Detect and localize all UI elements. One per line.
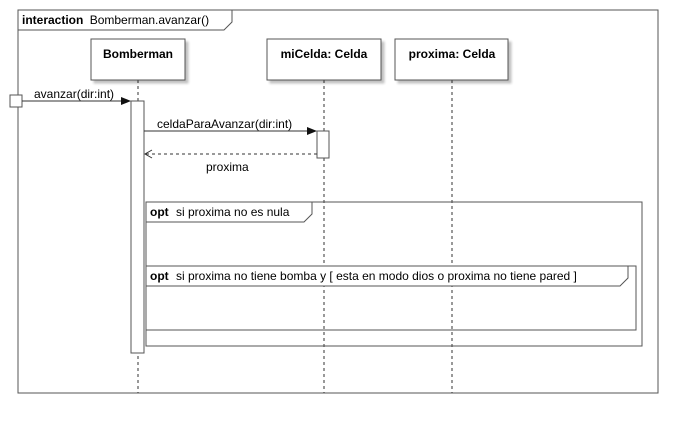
- activation-micelda: [316, 130, 330, 159]
- lifeline-proxima[interactable]: proxima: Celda: [394, 38, 509, 81]
- frame-keyword: interaction: [22, 13, 83, 27]
- opt-outer-operator: opt: [150, 205, 169, 219]
- arrowhead-icon: [121, 97, 131, 105]
- opt-inner-guard: si proxima no tiene bomba y [ esta en mo…: [176, 269, 577, 283]
- message-return-label: proxima: [206, 160, 249, 174]
- open-arrowhead-icon: [143, 149, 153, 159]
- lifeline-bomberman[interactable]: Bomberman: [90, 38, 186, 81]
- frame-title: interaction Bomberman.avanzar(): [22, 13, 209, 27]
- message-celdaparaavanzar[interactable]: celdaParaAvanzar(dir:int): [144, 117, 317, 135]
- lifeline-micelda[interactable]: miCelda: Celda: [266, 38, 382, 81]
- frame-name: Bomberman.avanzar(): [90, 13, 209, 27]
- lifeline-proxima-label: proxima: Celda: [409, 47, 496, 61]
- opt-inner-operator: opt: [150, 269, 169, 283]
- opt-outer-header: opt si proxima no es nula: [150, 205, 290, 219]
- message-avanzar[interactable]: avanzar(dir:int): [9, 87, 131, 108]
- lifeline-bomberman-label: Bomberman: [103, 47, 173, 61]
- opt-fragment-outer: opt si proxima no es nula: [145, 201, 643, 347]
- message-return-proxima[interactable]: proxima: [143, 149, 317, 174]
- message-celdaparaavanzar-label: celdaParaAvanzar(dir:int): [157, 117, 292, 131]
- message-avanzar-label: avanzar(dir:int): [34, 87, 114, 101]
- found-message-gate: [9, 94, 23, 108]
- activation-bomberman: [130, 100, 145, 354]
- arrowhead-icon: [307, 127, 317, 135]
- opt-inner-header: opt si proxima no tiene bomba y [ esta e…: [150, 269, 577, 283]
- opt-fragment-inner: opt si proxima no tiene bomba y [ esta e…: [145, 265, 637, 331]
- opt-outer-guard: si proxima no es nula: [176, 205, 290, 219]
- lifeline-micelda-label: miCelda: Celda: [281, 47, 368, 61]
